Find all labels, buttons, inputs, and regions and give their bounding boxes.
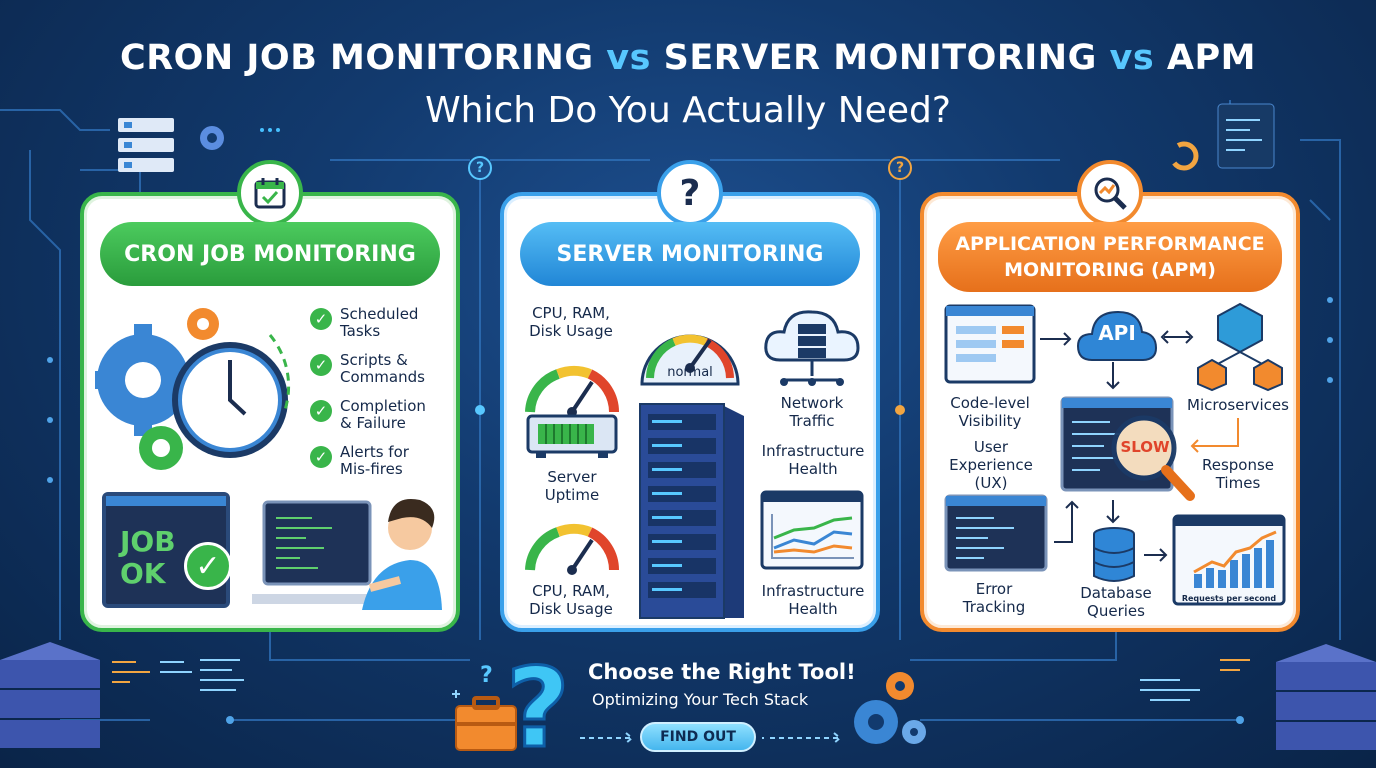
main-title: CRON JOB MONITORING vs SERVER MONITORING… xyxy=(0,38,1376,78)
list-item: ✓Completion & Failure xyxy=(310,398,460,444)
cpu-label-bottom: CPU, RAM, Disk Usage xyxy=(529,582,613,618)
developer-illustration xyxy=(252,498,442,610)
gears-clock-icon xyxy=(95,308,291,470)
normal-gauge-icon xyxy=(640,334,740,386)
api-label: API xyxy=(1098,321,1136,345)
title-apm: APM xyxy=(1166,38,1256,78)
question-dot: ? xyxy=(468,156,492,180)
gauge-icon xyxy=(525,523,620,575)
dashed-arrows-decor xyxy=(580,732,764,744)
svg-text:?: ? xyxy=(506,650,570,760)
arrow-right-icon xyxy=(1144,548,1168,562)
gears-icon xyxy=(854,672,926,744)
code-visibility-label: Code-level Visibility xyxy=(950,394,1030,430)
arrow-right-icon xyxy=(1040,332,1072,346)
arrow-up-icon xyxy=(1054,500,1079,543)
arrow-both-icon xyxy=(1160,330,1194,344)
list-item: ✓Scheduled Tasks xyxy=(310,306,460,352)
arrow-down-icon xyxy=(1106,500,1120,524)
server-uptime-label: Server Uptime xyxy=(544,468,600,504)
list-item: ✓Alerts for Mis-fires xyxy=(310,444,460,490)
check-icon: ✓ xyxy=(310,308,332,330)
server-rack-icon xyxy=(639,403,744,619)
check-circle-icon: ✓ xyxy=(184,542,232,590)
calendar-check-icon xyxy=(237,160,303,226)
dashed-arrow-decor xyxy=(770,732,842,744)
api-cloud-icon xyxy=(1076,310,1158,361)
gauge-icon xyxy=(525,365,620,417)
response-times-label: Response Times xyxy=(1201,456,1275,492)
question-mark-icon: ? xyxy=(657,160,723,226)
error-code-window-icon xyxy=(944,494,1048,572)
apm-heading: APPLICATION PERFORMANCE MONITORING (APM) xyxy=(938,222,1282,292)
job-ok-text: JOB OK xyxy=(120,525,176,590)
title-vs: vs xyxy=(1109,38,1155,78)
microservices-cubes-icon xyxy=(1197,302,1283,392)
network-traffic-label: Network Traffic xyxy=(780,394,844,430)
bottom-subtitle: Optimizing Your Tech Stack xyxy=(592,690,809,709)
check-icon: ✓ xyxy=(310,354,332,376)
arrow-down-icon xyxy=(1106,362,1120,390)
chart-label: Requests per second xyxy=(1181,594,1277,603)
code-window-icon xyxy=(944,304,1036,384)
find-out-button[interactable]: FIND OUT xyxy=(640,722,756,752)
toolbox-question-icon: ? ? xyxy=(452,650,571,760)
ux-label: User Experience (UX) xyxy=(949,438,1033,492)
microservices-label: Microservices xyxy=(1187,396,1289,414)
question-dot: ? xyxy=(888,156,912,180)
slow-db-inspect-icon xyxy=(1060,396,1195,501)
svg-text:?: ? xyxy=(480,663,493,688)
database-queries-label: Database Queries xyxy=(1080,584,1152,620)
server-heading: SERVER MONITORING xyxy=(520,222,860,286)
cpu-label-top: CPU, RAM, Disk Usage xyxy=(529,304,613,340)
list-item: ✓Scripts & Commands xyxy=(310,352,460,398)
gauge-normal-label: normal xyxy=(667,365,713,380)
check-icon: ✓ xyxy=(310,400,332,422)
check-icon: ✓ xyxy=(310,446,332,468)
cloud-server-icon xyxy=(764,310,860,386)
infra-health-label-top: Infrastructure Health xyxy=(761,442,865,478)
arrow-left-icon xyxy=(1190,418,1239,453)
cron-heading: CRON JOB MONITORING xyxy=(100,222,440,286)
slow-label: SLOW xyxy=(1120,438,1170,456)
cron-feature-list: ✓Scheduled Tasks ✓Scripts & Commands ✓Co… xyxy=(310,306,460,490)
database-icon xyxy=(1093,527,1135,582)
requests-chart-icon xyxy=(1172,514,1286,606)
line-chart-window-icon xyxy=(760,490,864,570)
server-unit-icon xyxy=(526,414,618,458)
infra-health-label-bottom: Infrastructure Health xyxy=(761,582,865,618)
magnifier-chart-icon xyxy=(1077,160,1143,226)
title-cron: CRON JOB MONITORING xyxy=(120,38,594,78)
title-vs: vs xyxy=(606,38,651,78)
subtitle: Which Do You Actually Need? xyxy=(425,90,951,131)
gear-icon-decor xyxy=(200,126,224,150)
bottom-title: Choose the Right Tool! xyxy=(588,660,856,684)
title-server: SERVER MONITORING xyxy=(663,38,1097,78)
job-ok-screen: JOB OK ✓ xyxy=(102,492,232,608)
error-tracking-label: Error Tracking xyxy=(962,580,1026,616)
